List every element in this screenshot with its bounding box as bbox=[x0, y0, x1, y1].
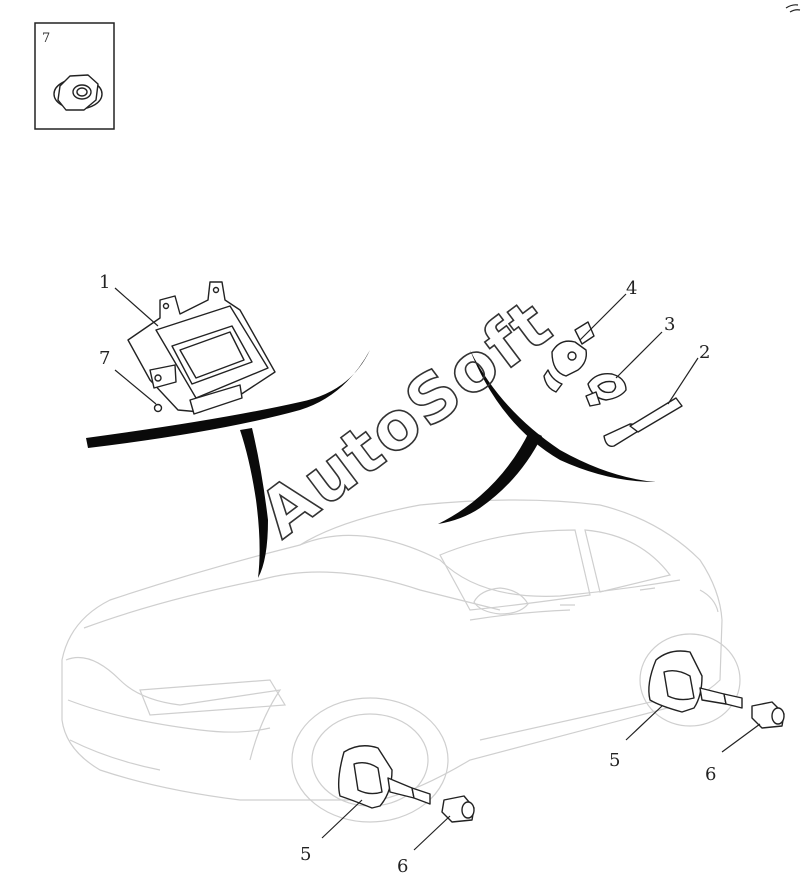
front-tire-pressure-sensor bbox=[337, 745, 431, 809]
callout-5-rear: 5 bbox=[609, 750, 620, 771]
inset-box: 7 bbox=[34, 22, 115, 130]
callout-7: 7 bbox=[99, 348, 110, 369]
right-detail-arc bbox=[438, 350, 656, 524]
rear-valve-cap bbox=[751, 701, 785, 729]
callout-5-front: 5 bbox=[300, 844, 311, 865]
callout-6-rear: 6 bbox=[705, 764, 716, 785]
callout-6-front: 6 bbox=[397, 856, 408, 877]
callout-1: 1 bbox=[99, 272, 110, 293]
rear-tire-pressure-sensor bbox=[648, 650, 743, 713]
small-nut-icon bbox=[153, 403, 163, 413]
leader-lines bbox=[114, 287, 761, 851]
flange-nut-icon bbox=[53, 74, 103, 111]
mounting-clip bbox=[585, 373, 627, 407]
activation-tool bbox=[603, 397, 683, 447]
corner-mark bbox=[785, 4, 801, 13]
front-valve-cap bbox=[441, 795, 475, 823]
left-detail-arc bbox=[86, 350, 370, 578]
callout-2: 2 bbox=[699, 342, 710, 363]
tpms-antenna-connector bbox=[543, 321, 595, 393]
callout-3: 3 bbox=[664, 314, 675, 335]
callout-labels: 1 7 4 3 2 5 6 5 6 bbox=[99, 272, 716, 877]
tpms-control-module bbox=[127, 281, 276, 415]
car-outline bbox=[61, 499, 741, 823]
callout-4: 4 bbox=[626, 278, 637, 299]
inset-number: 7 bbox=[42, 31, 50, 46]
